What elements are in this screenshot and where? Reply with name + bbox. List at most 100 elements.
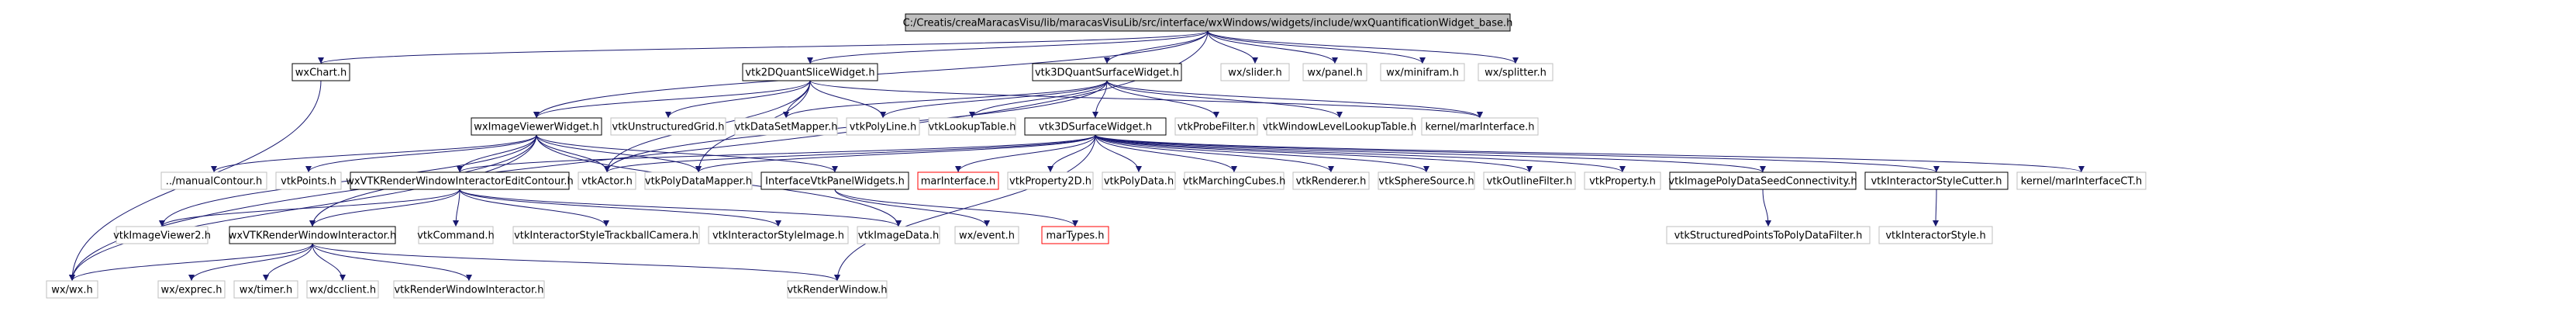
edge-wxVTKRWIEditContour-to-vtkISImage <box>459 189 781 227</box>
node-vtkISTrackballCamera[interactable]: vtkInteractorStyleTrackballCamera.h <box>512 226 700 244</box>
node-vtkInteractorStyleCutter[interactable]: vtkInteractorStyleCutter.h <box>1864 171 2009 190</box>
edge-wxVTKRWIEditContour-to-vtkImageData <box>459 189 902 227</box>
node-label: wxChart.h <box>295 68 347 79</box>
node-vtkDataSetMapper[interactable]: vtkDataSetMapper.h <box>734 117 838 136</box>
node-box <box>610 117 726 136</box>
node-vtkOutlineFilter[interactable]: vtkOutlineFilter.h <box>1483 171 1576 190</box>
node-label: wx/dcclient.h <box>309 285 376 296</box>
node-wxChart[interactable]: wxChart.h <box>291 63 350 81</box>
node-vtkSphereSource[interactable]: vtkSphereSource.h <box>1378 171 1475 190</box>
node-vtkISImage[interactable]: vtkInteractorStyleImage.h <box>708 226 849 244</box>
node-vtkRWI[interactable]: vtkRenderWindowInteractor.h <box>393 280 545 299</box>
node-vtkPoints[interactable]: vtkPoints.h <box>275 171 342 190</box>
node-vtkImagePolyDataSeed[interactable]: vtkImagePolyDataSeedConnectivity.h <box>1668 171 1857 190</box>
node-vtkWindowLevelLookupTable[interactable]: vtkWindowLevelLookupTable.h <box>1263 117 1416 136</box>
edge-vtk3DQuantSurface-to-vtk3DSurface <box>1092 80 1108 119</box>
node-label: wx/timer.h <box>240 285 293 296</box>
edge-vtk3DQuantSurface-to-vtkPolyLine <box>880 80 1108 119</box>
node-vtkPolyData[interactable]: vtkPolyData.h <box>1102 171 1176 190</box>
node-wxVTKRWIEditContour[interactable]: wxVTKRenderWindowInteractorEditContour.h <box>346 171 574 190</box>
node-vtk3DQuantSurface[interactable]: vtk3DQuantSurfaceWidget.h <box>1032 63 1182 81</box>
node-marInterface[interactable]: marInterface.h <box>917 171 999 190</box>
node-label: wx/exprec.h <box>161 285 222 296</box>
node-wxsplitter[interactable]: wx/splitter.h <box>1478 63 1554 81</box>
node-vtkCommand[interactable]: vtkCommand.h <box>417 226 495 244</box>
node-label: vtk3DQuantSurfaceWidget.h <box>1035 68 1179 79</box>
edge-vtk3DSurface-to-vtkOutlineFilter <box>1095 134 1533 173</box>
node-wxImageViewer[interactable]: wxImageViewerWidget.h <box>471 117 602 136</box>
node-wxevent[interactable]: wx/event.h <box>954 226 1019 244</box>
edge-vtk2DQuantSlice-to-wxImageViewer <box>533 80 811 119</box>
node-label: vtkRenderWindow.h <box>787 285 887 296</box>
node-vtk3DSurface[interactable]: vtk3DSurfaceWidget.h <box>1024 117 1167 136</box>
node-vtkSPToPolyData[interactable]: vtkStructuredPointsToPolyDataFilter.h <box>1666 226 1871 244</box>
node-wxslider[interactable]: wx/slider.h <box>1220 63 1290 81</box>
node-vtkRenderer[interactable]: vtkRenderer.h <box>1292 171 1370 190</box>
node-interfaceVtkPanel[interactable]: InterfaceVtkPanelWidgets.h <box>760 171 909 190</box>
node-label: kernel/marInterfaceCT.h <box>2021 176 2142 188</box>
node-manualContour[interactable]: ../manualContour.h <box>160 171 267 190</box>
node-box <box>1007 171 1094 190</box>
node-label: vtkRenderWindowInteractor.h <box>394 285 543 296</box>
node-box <box>760 171 909 190</box>
node-vtkProbeFilter[interactable]: vtkProbeFilter.h <box>1174 117 1258 136</box>
edge-root-to-vtk3DQuantSurface <box>1104 30 1209 64</box>
node-vtkLookupTable[interactable]: vtkLookupTable.h <box>928 117 1016 136</box>
node-label: wx/slider.h <box>1228 68 1281 79</box>
node-wxdcclient[interactable]: wx/dcclient.h <box>306 280 379 299</box>
node-label: vtkActor.h <box>581 176 633 188</box>
edge-vtk3DSurface-to-marInterface <box>955 134 1096 173</box>
node-box <box>46 280 98 299</box>
node-vtkInteractorStyle[interactable]: vtkInteractorStyle.h <box>1878 226 1993 244</box>
node-vtkImageData[interactable]: vtkImageData.h <box>857 226 940 244</box>
node-root[interactable]: C:/Creatis/creaMaracasVisu/lib/maracasVi… <box>903 13 1513 32</box>
edge-wxVTKRWIEditContour-to-wxVTKRWI <box>309 189 460 227</box>
edge-wxImageViewer-to-manualContour <box>211 134 537 173</box>
node-box <box>1266 117 1413 136</box>
node-box <box>393 280 545 299</box>
node-vtkImageViewer2[interactable]: vtkImageViewer2.h <box>113 226 211 244</box>
node-wxVTKRWI[interactable]: wxVTKRenderWindowInteractor.h <box>229 226 396 244</box>
node-vtkMarchingCubes[interactable]: vtkMarchingCubes.h <box>1183 171 1286 190</box>
node-label: ../manualContour.h <box>166 176 262 188</box>
edge-root-to-wxsplitter <box>1207 30 1519 64</box>
node-vtkProperty2D[interactable]: vtkProperty2D.h <box>1007 171 1094 190</box>
node-vtkPolyDataMapper[interactable]: vtkPolyDataMapper.h <box>644 171 753 190</box>
node-wxwx[interactable]: wx/wx.h <box>46 280 98 299</box>
node-box <box>1478 63 1554 81</box>
node-wxminifram[interactable]: wx/minifram.h <box>1380 63 1465 81</box>
edge-vtk3DSurface-to-vtkSphereSource <box>1095 134 1429 173</box>
node-box <box>857 226 940 244</box>
node-wxexprec[interactable]: wx/exprec.h <box>157 280 226 299</box>
edge-vtk2DQuantSlice-to-vtkUnstructuredGrid <box>665 80 811 119</box>
node-label: vtkLookupTable.h <box>929 122 1016 133</box>
node-box <box>1102 171 1176 190</box>
node-vtkProperty[interactable]: vtkProperty.h <box>1584 171 1661 190</box>
node-label: vtkWindowLevelLookupTable.h <box>1263 122 1416 133</box>
node-vtkPolyLine[interactable]: vtkPolyLine.h <box>846 117 920 136</box>
node-box <box>734 117 838 136</box>
node-wxtimer[interactable]: wx/timer.h <box>233 280 298 299</box>
node-label: vtkUnstructuredGrid.h <box>612 122 725 133</box>
node-box <box>2016 171 2147 190</box>
node-label: vtkDataSetMapper.h <box>735 122 838 133</box>
node-vtkUnstructuredGrid[interactable]: vtkUnstructuredGrid.h <box>610 117 726 136</box>
node-label: vtkMarchingCubes.h <box>1183 176 1286 188</box>
edge-vtk3DSurface-to-vtkImagePolyDataSeed <box>1095 134 1766 173</box>
node-kernelMarInterfaceCT[interactable]: kernel/marInterfaceCT.h <box>2016 171 2147 190</box>
node-kernelMarInterface[interactable]: kernel/marInterface.h <box>1421 117 1539 136</box>
node-label: vtkCommand.h <box>417 230 495 242</box>
edge-wxVTKRWIEditContour-to-vtkCommand <box>453 189 460 227</box>
node-box <box>291 63 350 81</box>
node-vtk2DQuantSlice[interactable]: vtk2DQuantSliceWidget.h <box>742 63 878 81</box>
edge-vtk3DSurface-to-vtkRenderWindow <box>834 134 1096 282</box>
node-vtkActor[interactable]: vtkActor.h <box>578 171 636 190</box>
edge-vtk3DQuantSurface-to-vtkProbeFilter <box>1106 80 1219 119</box>
node-vtkRenderWindow[interactable]: vtkRenderWindow.h <box>787 280 888 299</box>
node-box <box>306 280 379 299</box>
node-marTypes[interactable]: marTypes.h <box>1041 226 1109 244</box>
node-label: vtkImageData.h <box>858 230 939 242</box>
edge-vtk3DSurface-to-vtkActor <box>604 134 1096 173</box>
node-label: wxVTKRenderWindowInteractor.h <box>229 230 396 242</box>
node-wxpanel[interactable]: wx/panel.h <box>1302 63 1367 81</box>
